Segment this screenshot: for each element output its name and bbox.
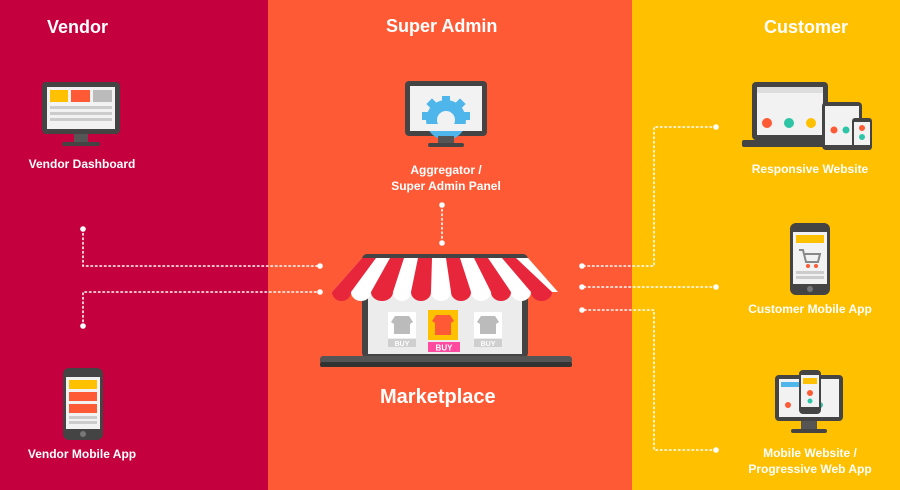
marketplace-label: Marketplace [380,386,496,408]
customer-mobile-app-label: Customer Mobile App [748,302,872,316]
customer-column [632,0,900,490]
monitor-phone-icon [775,370,843,433]
admin-panel-label-line2: Super Admin Panel [391,179,501,193]
storefront-laptop-icon [320,254,572,367]
buy-label-2: BUY [436,344,454,353]
phone-icon [63,368,103,440]
responsive-website-label: Responsive Website [751,162,869,176]
monitor-icon [42,82,120,146]
buy-label-3: BUY [481,341,496,348]
vendor-dashboard-label: Vendor Dashboard [28,157,136,171]
shopping-phone-icon [790,223,830,295]
customer-title: Customer [764,17,849,37]
admin-panel-label-line1: Aggregator / [410,163,482,177]
vendor-mobile-app-label: Vendor Mobile App [27,447,137,461]
buy-tags: BUY BUY BUY [388,339,502,353]
pwa-label-line2: Progressive Web App [748,462,872,476]
vendor-title: Vendor [47,17,109,37]
buy-label-1: BUY [395,341,410,348]
pwa-label-line1: Mobile Website / [763,446,857,460]
gear-monitor-icon [405,81,487,147]
devices-icon [742,82,872,150]
vendor-column [0,0,268,490]
connector-lines [82,126,717,451]
super-admin-title: Super Admin [386,16,498,36]
connector-dots [80,124,719,453]
